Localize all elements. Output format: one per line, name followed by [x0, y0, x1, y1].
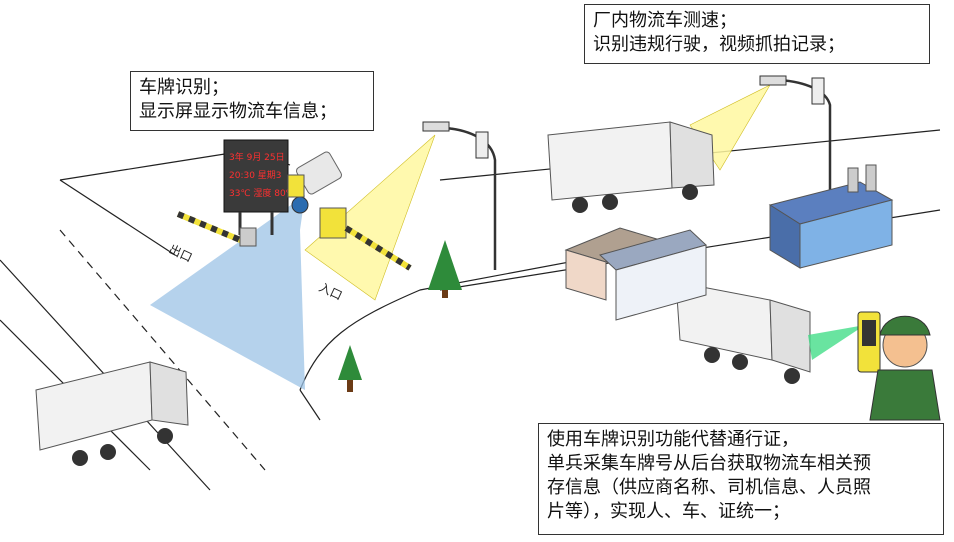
pole-camera-icon — [422, 75, 832, 270]
display-row-2: 20:30 星期3 — [229, 170, 282, 181]
truck-icon — [675, 281, 811, 384]
pole-camera-beam-left — [304, 134, 436, 301]
exit-barrier — [176, 211, 257, 247]
gate-callout: 车牌识别； 显示屏显示物流车信息； — [130, 71, 374, 131]
display-row-3: 33℃ 湿度 80% — [229, 187, 295, 199]
entrance-label: 入口 — [317, 280, 345, 303]
handheld-callout-line-3: 存信息（供应商名称、司机信息、人员照 — [547, 477, 871, 498]
gate-callout-line-1: 车牌识别； — [139, 77, 229, 98]
guard-icon — [857, 311, 941, 421]
handheld-callout-line-4: 片等），实现人、车、证统一； — [547, 501, 790, 522]
handheld-beam — [808, 325, 865, 360]
display-row-1: 3年 9月 25日 — [229, 151, 285, 163]
tree-icon — [338, 240, 462, 392]
speed-callout-line-2: 识别违规行驶，视频抓拍记录； — [593, 34, 845, 55]
display-board: 3年 9月 25日 20:30 星期3 33℃ 湿度 80% — [223, 139, 295, 235]
entrance-barrier — [319, 207, 412, 271]
speed-callout: 厂内物流车测速； 识别违规行驶，视频抓拍记录； — [584, 4, 930, 64]
truck-icon — [35, 361, 189, 466]
truck-icon — [547, 121, 715, 213]
speed-callout-line-1: 厂内物流车测速； — [593, 10, 737, 31]
booth-yellow — [287, 174, 305, 198]
factory-icon — [768, 164, 894, 269]
gate-camera-beam — [150, 195, 305, 390]
handheld-callout-line-1: 使用车牌识别功能代替通行证， — [547, 429, 799, 450]
gate-callout-line-2: 显示屏显示物流车信息； — [139, 101, 337, 122]
handheld-callout: 使用车牌识别功能代替通行证， 单兵采集车牌号从后台获取物流车相关预 存信息（供应… — [538, 423, 944, 535]
exit-label: 出口 — [167, 242, 195, 265]
handheld-callout-line-2: 单兵采集车牌号从后台获取物流车相关预 — [547, 453, 871, 474]
warehouse-icon — [564, 227, 707, 321]
